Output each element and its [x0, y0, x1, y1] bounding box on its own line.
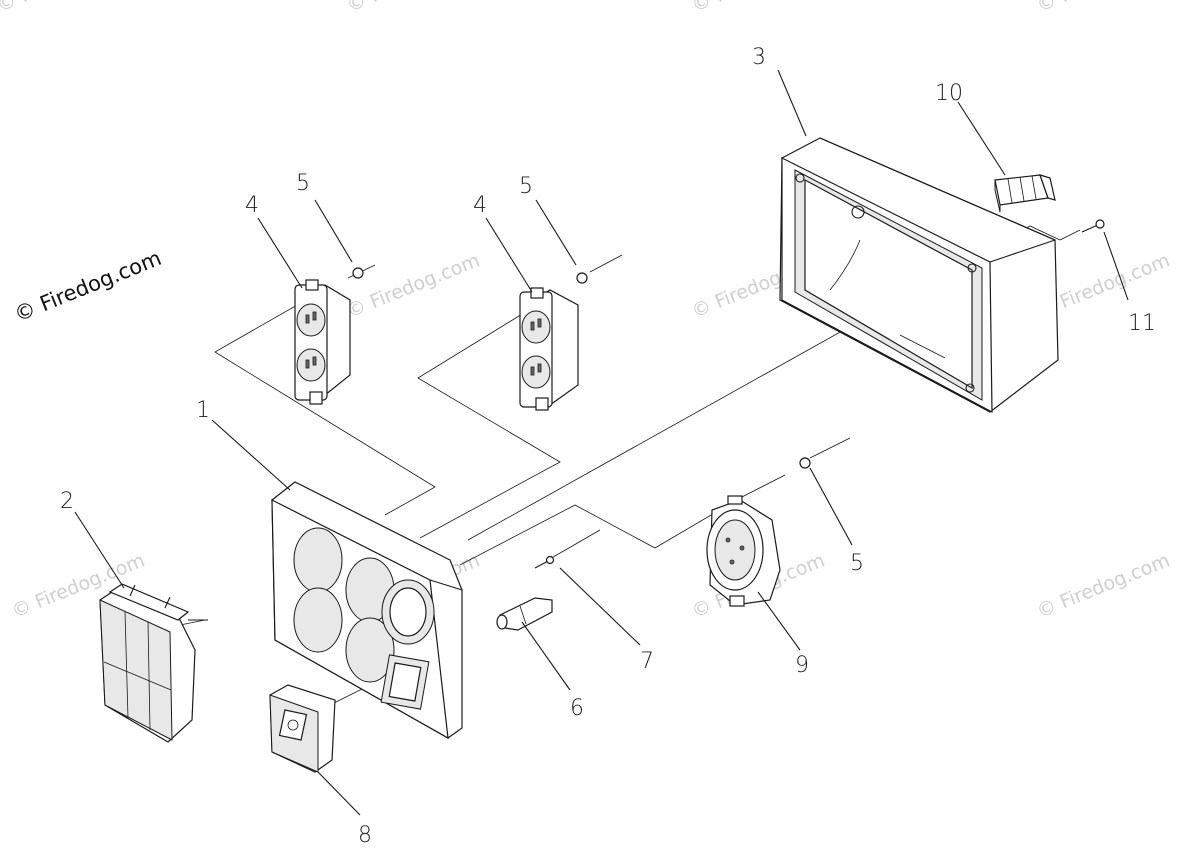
label-part-8: 8 [358, 823, 372, 848]
watermark-faint: © Firedog.com [0, 0, 133, 17]
part-5-nut-b [576, 272, 588, 284]
label-part-9: 9 [795, 653, 809, 678]
part-2-cover [99, 583, 208, 743]
label-part-5b: 5 [519, 174, 533, 199]
label-part-10: 10 [935, 81, 963, 106]
watermark-faint: © Firedog.com [1034, 549, 1173, 622]
part-5-nut-a [352, 267, 364, 279]
watermark-faint: © Firedog.com [344, 0, 483, 17]
label-part-3: 3 [752, 45, 766, 70]
part-1-control-panel [271, 481, 463, 740]
part-11-screw [1081, 219, 1105, 233]
leader-lines [74, 69, 1129, 816]
label-part-11: 11 [1128, 311, 1156, 336]
watermark-main: © Firedog.com [11, 246, 165, 327]
watermark-faint: © Firedog.com [344, 249, 483, 322]
label-part-5c: 5 [850, 551, 864, 576]
part-6-indicator [496, 597, 553, 631]
label-part-4a: 4 [245, 193, 259, 218]
label-part-6: 6 [570, 696, 584, 721]
label-part-2: 2 [60, 489, 74, 514]
part-7-screw [534, 555, 555, 569]
label-part-4b: 4 [473, 193, 487, 218]
part-4-receptacle-right [519, 287, 579, 411]
part-labels: 4 5 4 5 3 10 11 1 2 5 7 6 9 8 [60, 45, 1156, 848]
label-part-5a: 5 [296, 171, 310, 196]
watermark-faint: © Firedog.com [1034, 0, 1173, 17]
part-5-nut-c [799, 457, 811, 469]
part-10-terminal-block [994, 174, 1056, 213]
watermark-faint: © Firedog.com [689, 0, 828, 17]
label-part-7: 7 [640, 649, 654, 674]
label-part-1: 1 [196, 398, 210, 423]
part-3-enclosure [779, 137, 1059, 414]
part-9-locking-receptacle [706, 495, 781, 607]
part-8-switch [269, 684, 336, 773]
part-4-receptacle-left [294, 279, 351, 405]
